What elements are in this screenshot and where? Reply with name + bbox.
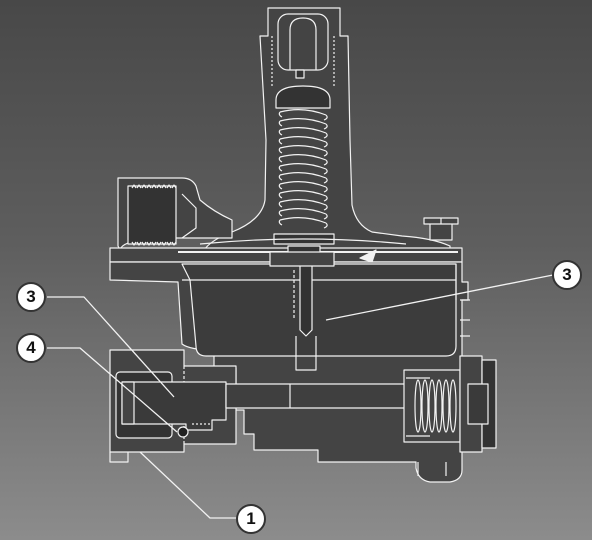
- relief-valve: [403, 355, 497, 453]
- inlet-thread: [127, 185, 177, 245]
- callout-3-right: 3: [552, 260, 582, 290]
- thread-tooth: [166, 184, 172, 246]
- push-rod: [225, 383, 417, 409]
- nozzle-tip: [121, 381, 135, 425]
- chamber-wall-right: [455, 264, 470, 337]
- adjusting-cap: [277, 13, 329, 71]
- callout-4-left: 4: [16, 333, 46, 363]
- bonnet-housing: [199, 7, 451, 263]
- thread-tooth: [151, 184, 157, 246]
- leader-lines: [47, 274, 554, 519]
- o-ring: [177, 426, 189, 438]
- leader-1-bottom: [139, 451, 236, 519]
- thread-tooth: [141, 184, 147, 246]
- spring-upper-seat: [275, 85, 331, 109]
- thread-tooth: [136, 184, 142, 246]
- orifice-nozzle: [121, 381, 227, 431]
- relief-spring-coil: [435, 379, 443, 433]
- diaphragm-plate: [199, 238, 407, 245]
- stem-extension: [295, 336, 317, 371]
- stem-nut: [269, 251, 335, 267]
- inlet-chamfer: [181, 193, 197, 239]
- relief-spring-coil: [428, 379, 436, 433]
- relief-spring-coil: [449, 379, 457, 433]
- adjusting-spring: [278, 109, 328, 229]
- cap-tab: [295, 69, 305, 79]
- relief-spring-coil: [442, 379, 450, 433]
- thread-tooth: [161, 184, 167, 246]
- relief-spring-coil: [421, 379, 429, 433]
- relief-spring-coil: [414, 379, 422, 433]
- diaphragm-chamber: [181, 263, 457, 357]
- leader-3-right: [325, 274, 554, 321]
- thread-tooth: [146, 184, 152, 246]
- callout-1-bottom: 1: [236, 504, 266, 534]
- vent-screw: [423, 217, 459, 241]
- cap-handle: [289, 17, 317, 70]
- flange-arrow: [359, 249, 377, 263]
- lower-feet: [109, 452, 447, 476]
- thread-tooth: [171, 184, 177, 246]
- leader-3-left: [47, 296, 175, 398]
- callout-3-left: 3: [16, 282, 46, 312]
- leader-4-left: [47, 347, 178, 433]
- thread-tooth: [131, 184, 137, 246]
- inlet-thread-lines: [131, 184, 177, 246]
- thread-tooth: [156, 184, 162, 246]
